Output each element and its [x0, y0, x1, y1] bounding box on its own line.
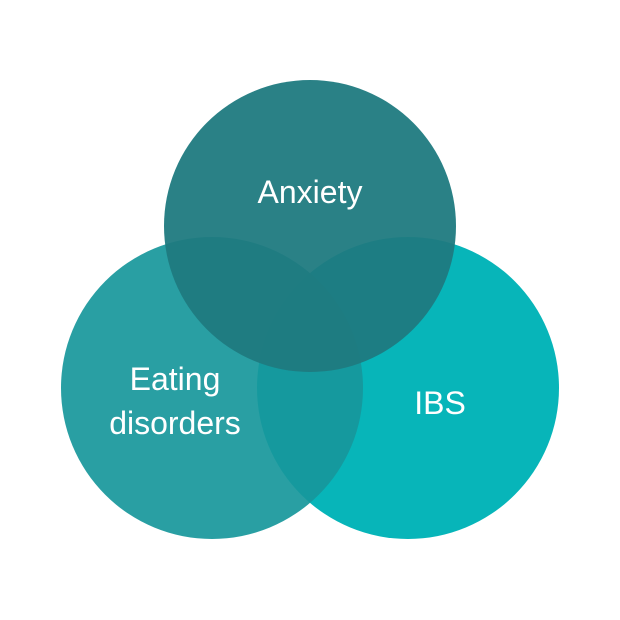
anxiety-label: Anxiety	[257, 174, 363, 210]
anxiety-circle	[164, 80, 456, 372]
eating-disorders-label: Eating disorders	[75, 357, 275, 445]
eating-disorders-label-line1: Eating	[129, 361, 221, 397]
eating-disorders-label-line2: disorders	[109, 405, 241, 441]
ibs-label: IBS	[414, 385, 466, 421]
